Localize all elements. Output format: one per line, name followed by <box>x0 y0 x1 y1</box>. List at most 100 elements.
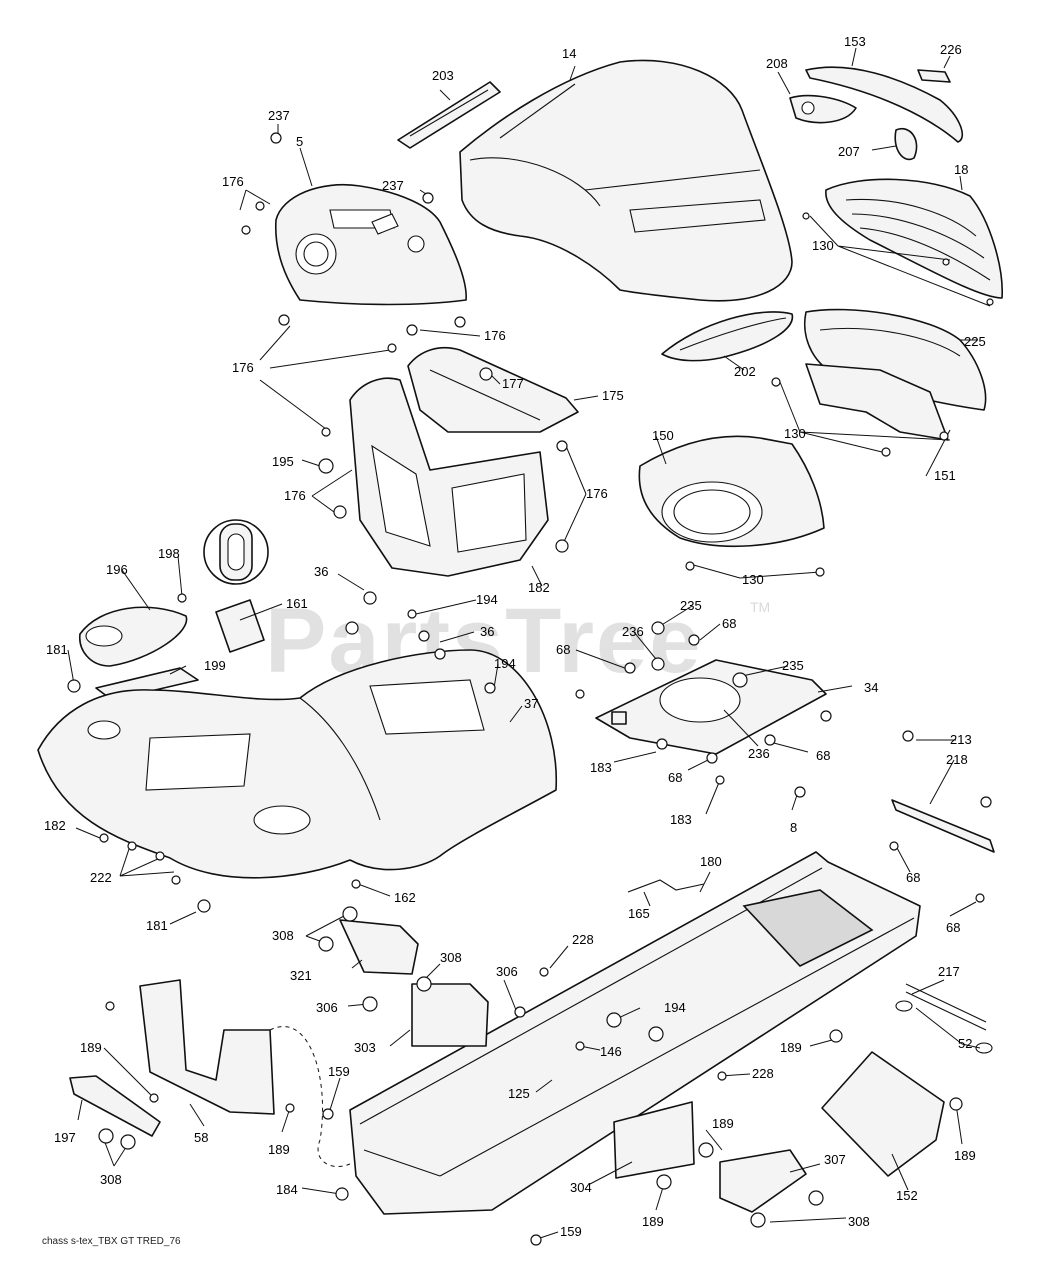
hood-part <box>459 59 793 302</box>
callout-68-left: 68 <box>556 642 570 657</box>
callout-159-top: 159 <box>328 1064 350 1079</box>
callout-150: 150 <box>652 428 674 443</box>
grille-trim-part <box>789 66 964 161</box>
callout-125: 125 <box>508 1086 530 1101</box>
callout-36-lower: 36 <box>480 624 494 639</box>
callout-52: 52 <box>958 1036 972 1051</box>
dashboard-part <box>274 184 467 306</box>
spring-clip-part <box>627 879 705 893</box>
callout-180: 180 <box>700 854 722 869</box>
callout-130-bracket: 130 <box>784 426 806 441</box>
callout-189-bracket: 189 <box>268 1142 290 1157</box>
callout-228-lower: 228 <box>752 1066 774 1081</box>
callout-68-lower-right: 68 <box>946 920 960 935</box>
rear-shield-part <box>821 1051 945 1177</box>
diagram-footer-code: chass s-tex_TBX GT TRED_76 <box>42 1236 181 1247</box>
callout-222: 222 <box>90 870 112 885</box>
watermark-trademark: TM <box>750 599 770 615</box>
callout-189-shield: 189 <box>712 1116 734 1131</box>
callout-181-top: 181 <box>46 642 68 657</box>
callout-236-top: 236 <box>622 624 644 639</box>
callout-198: 198 <box>158 546 180 561</box>
callout-194-lower: 194 <box>664 1000 686 1015</box>
callout-176-pedestal-left: 176 <box>284 488 306 503</box>
fan-shroud-part <box>638 435 825 548</box>
callout-237-top: 237 <box>268 108 290 123</box>
callout-194-top: 194 <box>476 592 498 607</box>
grille-bracket-part <box>805 363 949 441</box>
callout-labels: 14 203 153 226 208 237 5 176 237 207 18 … <box>44 34 986 1239</box>
callout-226: 226 <box>940 42 962 57</box>
callout-202: 202 <box>734 364 756 379</box>
hood-bracket-part <box>407 346 579 433</box>
callout-213: 213 <box>950 732 972 747</box>
callout-34: 34 <box>864 680 878 695</box>
callout-308-bottom: 308 <box>848 1214 870 1229</box>
callout-183-right: 183 <box>670 812 692 827</box>
callout-183-left: 183 <box>590 760 612 775</box>
callout-176-center: 176 <box>232 360 254 375</box>
fender-footrest-part <box>37 649 558 879</box>
engine-plate-part <box>595 659 827 755</box>
callout-130-grille: 130 <box>812 238 834 253</box>
trim-strip-part <box>397 81 501 149</box>
shields-part <box>339 919 489 1047</box>
fender-panels-part <box>79 599 265 701</box>
callout-321: 321 <box>290 968 312 983</box>
callout-225: 225 <box>964 334 986 349</box>
callout-176-pedestal-right: 176 <box>586 486 608 501</box>
callout-165: 165 <box>628 906 650 921</box>
callout-153: 153 <box>844 34 866 49</box>
callout-175: 175 <box>602 388 624 403</box>
callout-199: 199 <box>204 658 226 673</box>
callout-235-top: 235 <box>680 598 702 613</box>
rear-bracket-part <box>891 799 995 853</box>
dash-pedestal-part <box>349 377 549 577</box>
callout-218: 218 <box>946 752 968 767</box>
main-frame-part <box>349 851 921 1215</box>
callout-196: 196 <box>106 562 128 577</box>
callout-217: 217 <box>938 964 960 979</box>
callout-184: 184 <box>276 1182 298 1197</box>
left-brackets-part <box>69 979 275 1137</box>
callout-161: 161 <box>286 596 308 611</box>
callout-162: 162 <box>394 890 416 905</box>
callout-303: 303 <box>354 1040 376 1055</box>
callout-68-plate-bottom: 68 <box>668 770 682 785</box>
callout-130-shroud: 130 <box>742 572 764 587</box>
callout-176-dash-right: 176 <box>484 328 506 343</box>
callout-181-bottom: 181 <box>146 918 168 933</box>
callout-304: 304 <box>570 1180 592 1195</box>
callout-68-top: 68 <box>722 616 736 631</box>
callout-68-plate-right: 68 <box>816 748 830 763</box>
callout-189-bottom: 189 <box>642 1214 664 1229</box>
callout-307: 307 <box>824 1152 846 1167</box>
callout-195: 195 <box>272 454 294 469</box>
callout-194-mid: 194 <box>494 656 516 671</box>
callout-182-pedestal: 182 <box>528 580 550 595</box>
callout-189-left: 189 <box>80 1040 102 1055</box>
callout-306-left: 306 <box>316 1000 338 1015</box>
callout-8: 8 <box>790 820 797 835</box>
callout-197: 197 <box>54 1130 76 1145</box>
callout-236-lower: 236 <box>748 746 770 761</box>
callout-208: 208 <box>766 56 788 71</box>
lower-shields-part <box>613 1101 807 1213</box>
callout-58: 58 <box>194 1130 208 1145</box>
callout-235-right: 235 <box>782 658 804 673</box>
callout-207: 207 <box>838 144 860 159</box>
grille-part <box>825 178 1003 299</box>
drawbar-part <box>895 983 993 1054</box>
callout-228-top: 228 <box>572 932 594 947</box>
dash-trim-part <box>661 311 794 362</box>
callout-152: 152 <box>896 1188 918 1203</box>
callout-308-mid: 308 <box>440 950 462 965</box>
detail-bubble <box>203 519 269 585</box>
callout-308-left: 308 <box>100 1172 122 1187</box>
callout-146: 146 <box>600 1044 622 1059</box>
callout-5: 5 <box>296 134 303 149</box>
callout-37: 37 <box>524 696 538 711</box>
callout-189-rear: 189 <box>954 1148 976 1163</box>
callout-177: 177 <box>502 376 524 391</box>
callout-306-top: 306 <box>496 964 518 979</box>
